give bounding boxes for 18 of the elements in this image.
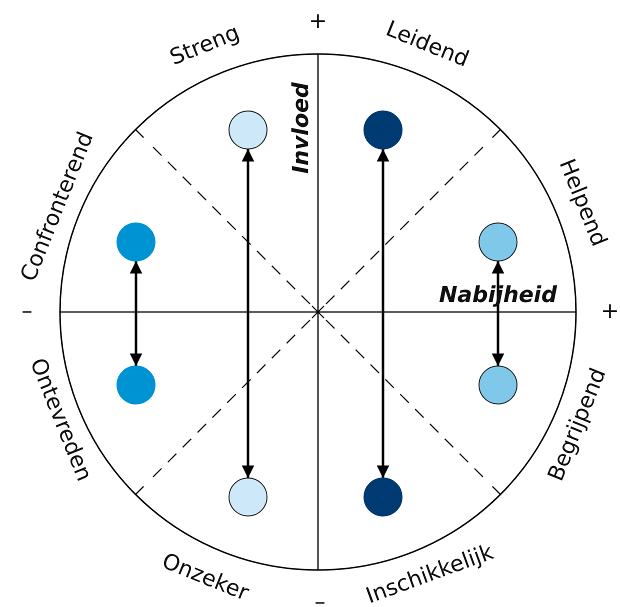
- circle-marker: [116, 366, 156, 404]
- double-arrow: [376, 149, 390, 478]
- circle-marker: [116, 222, 156, 262]
- circle-marker: [478, 366, 518, 404]
- pole-sign: –: [314, 592, 326, 607]
- double-arrow: [242, 149, 254, 478]
- double-arrow: [130, 261, 142, 366]
- axis-label: Invloed: [291, 82, 313, 174]
- pole-sign: +: [600, 301, 620, 323]
- circle-marker: [364, 110, 402, 150]
- circle-marker: [228, 110, 268, 150]
- circle-marker: [364, 478, 402, 516]
- octant-label: Streng: [167, 22, 243, 70]
- circle-marker: [228, 478, 268, 516]
- double-arrow: [492, 261, 504, 366]
- pole-sign: –: [22, 301, 32, 323]
- pole-sign: +: [308, 11, 328, 33]
- circle-marker: [478, 222, 518, 262]
